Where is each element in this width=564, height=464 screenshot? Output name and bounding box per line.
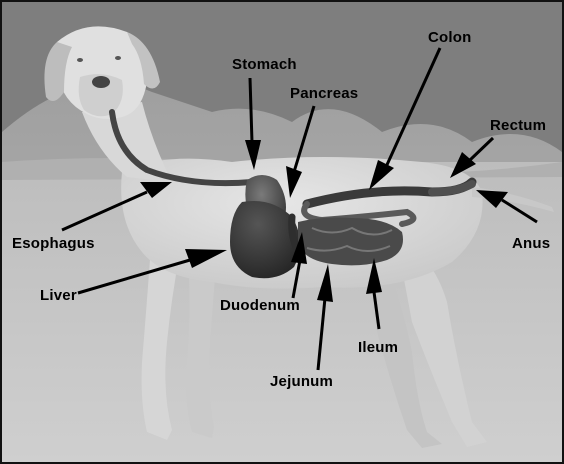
intestines-mass <box>298 218 403 266</box>
label-pancreas: Pancreas <box>290 86 358 101</box>
label-duodenum: Duodenum <box>220 298 300 313</box>
label-esophagus: Esophagus <box>12 236 95 251</box>
label-ileum: Ileum <box>358 340 398 355</box>
label-stomach: Stomach <box>232 57 297 72</box>
label-anus: Anus <box>512 236 550 251</box>
label-colon: Colon <box>428 30 472 45</box>
label-rectum: Rectum <box>490 118 546 133</box>
label-jejunum: Jejunum <box>270 374 333 389</box>
label-liver: Liver <box>40 288 77 303</box>
